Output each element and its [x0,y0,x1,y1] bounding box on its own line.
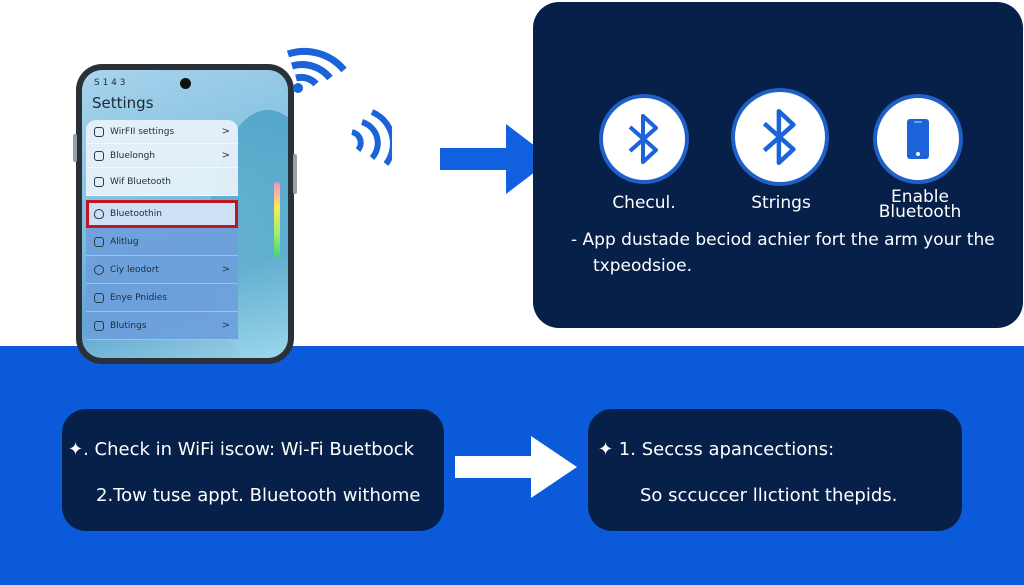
chevron-right-icon: > [221,150,230,161]
menu-item-label: Wif Bluetooth [110,176,171,187]
step-label-line: Enable [891,187,949,207]
menu-item-blutings[interactable]: Blutings > [86,312,238,340]
chevron-right-icon: > [221,320,230,331]
phone-screen: S 1 4 3 Settings WirFII settings > Bluel… [82,70,288,358]
signal-waves-icon [351,109,392,166]
step-label-strings: Strings [751,193,811,213]
chevron-right-icon: > [221,126,230,137]
menu-item-label: Enye Pnidies [110,292,168,303]
menu-item-label: Ciy leodort [110,264,159,275]
phone-volume-button [73,134,77,162]
menu-item-label: Alitlug [110,236,139,247]
rainbow-edge-decoration [274,182,280,258]
instruction-box-right: ✦ 1. Seccss apancections: So sccuccer ll… [588,409,962,531]
bluetooth-icon [628,114,658,164]
lock-icon [94,236,104,247]
menu-item-label: Blutings [110,320,147,331]
menu-item-bluetoothin-highlighted[interactable]: Bluetoothin [86,200,238,228]
arrow-right-icon [455,436,577,498]
step-description-line2: txpeodsioe. [593,256,693,276]
list-icon [94,320,104,331]
location-icon [94,264,104,275]
instruction-line2: So sccuccer llıctiont thepids. [640,485,898,506]
instruction-line1: ✦ 1. Seccss apancections: [598,439,835,460]
document-icon [94,292,104,303]
step-label-checul: Checul. [612,193,676,213]
menu-item-label: WirFII settings [110,126,175,137]
menu-item-wifi-settings[interactable]: WirFII settings > [86,120,238,144]
smartphone-icon [907,119,929,159]
menu-item-label: Bluetoothin [110,208,162,219]
instruction-box-left: ✦. Check in WiFi iscow: Wi-Fi Buetbock 2… [62,409,444,531]
step-circle-checul[interactable] [599,94,689,184]
bluetooth-icon [762,109,796,165]
instruction-line1: ✦. Check in WiFi iscow: Wi-Fi Buetbock [68,439,415,460]
step-circle-enable-bluetooth[interactable] [873,94,963,184]
chevron-right-icon: > [221,264,230,275]
step-label-enable-bluetooth: Enable Bluetooth [865,187,975,222]
settings-menu: WirFII settings > Bluelongh > Wif Blueto… [86,120,238,358]
bluetooth-steps-panel: Checul. Strings Enable Bluetooth - App d… [533,2,1023,328]
menu-item-alitlug[interactable]: Alitlug [86,228,238,256]
status-time: S 1 4 3 [94,78,126,88]
camera-icon [180,78,191,89]
step-label-line: Bluetooth [878,202,962,222]
connection-icon [94,176,104,187]
instruction-line2: 2.Tow tuse appt. Bluetooth withome [96,485,421,506]
menu-item-label: Bluelongh [110,150,156,161]
menu-item-bluelongh[interactable]: Bluelongh > [86,144,238,168]
menu-item-wif-bluetooth[interactable]: Wif Bluetooth [86,168,238,196]
wifi-icon [286,47,347,93]
bluetooth-device-icon [94,150,104,161]
arrow-right-icon [440,124,552,194]
step-circle-strings[interactable] [731,88,829,186]
phone-mockup: S 1 4 3 Settings WirFII settings > Bluel… [73,64,297,364]
phone-power-button [293,154,297,194]
menu-item-ciy-leodort[interactable]: Ciy leodort > [86,256,238,284]
shield-icon [94,208,104,219]
step-description-line1: - App dustade beciod achier fort the arm… [571,230,995,250]
menu-item-enye-pnidies[interactable]: Enye Pnidies [86,284,238,312]
settings-title: Settings [92,94,154,112]
wifi-settings-icon [94,126,104,137]
